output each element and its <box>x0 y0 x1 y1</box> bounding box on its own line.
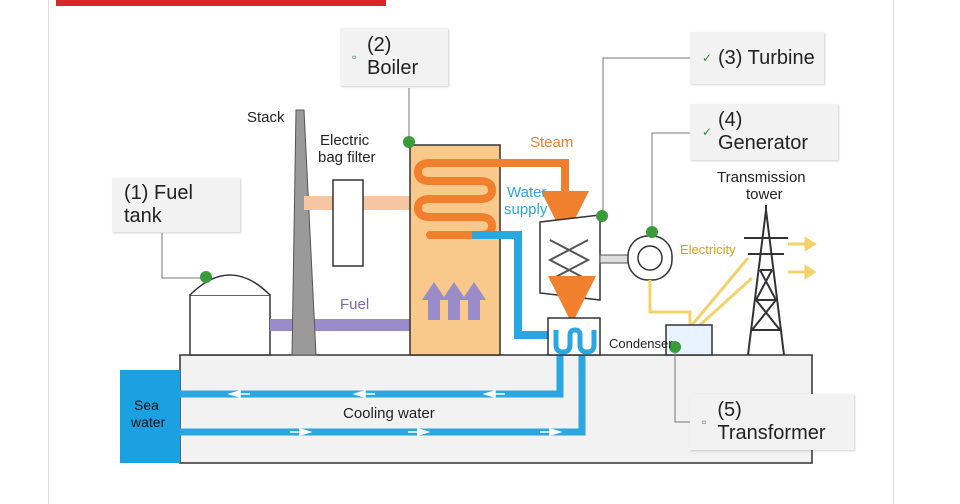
checkbox-icon: ▫ <box>352 50 357 64</box>
left-frame-line <box>48 0 49 504</box>
heat-arrows <box>422 282 486 320</box>
water-supply-label-line1: Water <box>507 184 546 201</box>
callout-transformer: ▫ (5) Transformer <box>690 394 854 450</box>
sea-water-label-line1: Sea <box>134 397 159 413</box>
callout-boiler: ▫ (2) Boiler <box>340 28 448 86</box>
transmission-label-line2: tower <box>746 186 783 203</box>
callout-turbine: ✓ (3) Turbine <box>690 32 824 84</box>
callout-leaders <box>161 57 690 423</box>
cooling-water-label: Cooling water <box>343 405 435 422</box>
electricity-line-to-transformer <box>648 280 692 325</box>
cooling-pipe-upper <box>180 340 564 398</box>
condenser-label: Condenser <box>609 336 673 351</box>
right-frame-line <box>893 0 894 504</box>
sea-water-block <box>120 370 180 463</box>
callout-generator-text: (4) Generator <box>718 109 809 154</box>
callout-fuel-tank-text: (1) Fuel tank <box>124 182 193 227</box>
sea-water-label-line2: water <box>130 414 166 430</box>
bag-filter-label-line2: bag filter <box>318 149 376 166</box>
callout-generator: ✓ (4) Generator <box>690 104 838 160</box>
cooling-pipe-lower <box>180 340 586 436</box>
cooling-flow-arrows-lower <box>290 427 563 437</box>
turbine-shape <box>539 214 601 324</box>
check-icon: ✓ <box>702 51 713 65</box>
steam-coil <box>413 159 497 239</box>
callout-transformer-text: (5) Transformer <box>717 399 826 444</box>
electricity-line-to-tower-2 <box>698 276 754 327</box>
transmission-tower-shape <box>744 205 788 356</box>
stack-label: Stack <box>247 109 285 126</box>
steam-line <box>490 159 589 239</box>
check-icon: ✓ <box>702 125 713 139</box>
generator-shape <box>627 235 673 281</box>
fuel-label: Fuel <box>340 296 369 313</box>
callout-boiler-text: (2) Boiler <box>367 34 419 79</box>
condenser-shape <box>547 317 601 356</box>
electricity-label: Electricity <box>680 242 736 257</box>
cooling-flow-arrows-upper <box>227 389 505 399</box>
callout-fuel-tank: (1) Fuel tank <box>112 178 240 232</box>
turbine-shaft <box>599 254 631 264</box>
callout-turbine-text: (3) Turbine <box>718 46 815 69</box>
bag-filter-box <box>332 179 364 267</box>
water-supply-line <box>472 231 548 339</box>
header-accent-bar <box>56 0 386 6</box>
checkbox-icon: ▫ <box>702 415 707 429</box>
water-supply-label-line2: supply <box>504 201 548 218</box>
steam-label: Steam <box>530 134 573 151</box>
electricity-line-to-tower-1 <box>690 257 750 326</box>
power-output-arrows <box>788 236 817 280</box>
bag-filter-label-line1: Electric <box>320 132 370 149</box>
transmission-label-line1: Transmission <box>717 169 806 186</box>
fuel-tank-shape <box>189 274 271 356</box>
component-markers <box>200 136 681 353</box>
stack-chimney <box>291 109 317 356</box>
